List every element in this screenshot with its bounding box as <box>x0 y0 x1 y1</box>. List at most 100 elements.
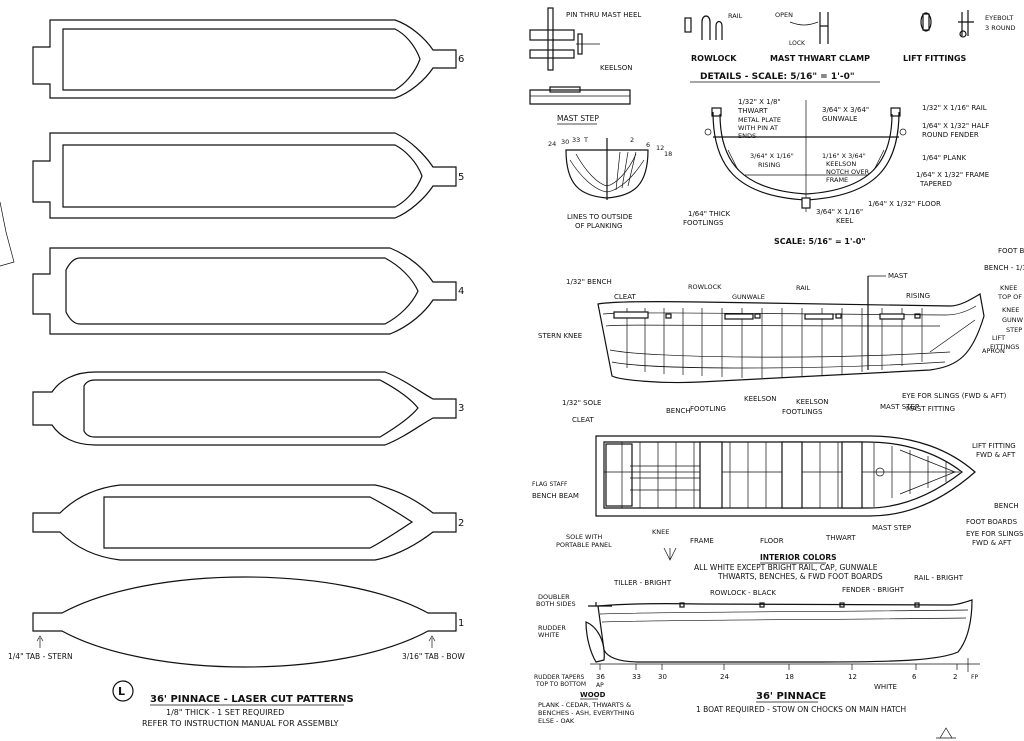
wood-line-3: ELSE - OAK <box>538 717 575 725</box>
stern-knee-label: STERN KNEE <box>538 332 582 340</box>
body-lines-drawing <box>565 138 649 200</box>
bench-32-label: BENCH - 1/32 <box>984 264 1024 272</box>
gunwale-profile-label: GUNWALE <box>732 293 765 301</box>
rail-bright-label: RAIL - BRIGHT <box>914 574 964 582</box>
rowlock-profile-label: ROWLOCK <box>688 283 722 291</box>
section-arrow <box>663 547 677 561</box>
pattern-number-1: 1 <box>458 618 464 629</box>
eye-slings-plan-label-1: EYE FOR SLINGS <box>966 530 1024 538</box>
knee-label-3: KNEE <box>1002 306 1019 314</box>
station-label-12: 12 <box>656 144 664 152</box>
eyebolt-label: EYEBOLT <box>985 14 1013 22</box>
outboard-elevation-drawing <box>585 599 980 665</box>
pattern-2: 2 <box>32 484 464 561</box>
rising-size-label: 3/64" x 1/16" <box>750 152 794 160</box>
plank-label: 1/64" PLANK <box>922 154 966 162</box>
gunwale-size-label: 3/64" x 3/64" <box>822 106 869 114</box>
plate-label-1: METAL PLATE <box>738 116 781 124</box>
lift-fittings-title: LIFT FITTINGS <box>903 54 967 63</box>
knee-label-1: KNEE <box>1000 284 1017 292</box>
profile-scale-label: SCALE: 5/16" = 1'-0" <box>774 237 866 246</box>
pattern-1: 1 <box>32 576 464 668</box>
station-label-2: 2 <box>630 136 634 144</box>
mast-step-profile-label: MAST STEP <box>880 403 919 411</box>
thwart-size-label: 1/32" x 1/8" <box>738 98 781 106</box>
fender-bright-label: FENDER - BRIGHT <box>842 586 905 594</box>
lift-fitting-label-1: LIFT FITTING <box>972 442 1016 450</box>
sole-profile-label: 1/32" SOLE <box>562 399 601 407</box>
keelson-plan-label: KEELSON <box>744 395 777 403</box>
bench-profile-label: 1/32" BENCH <box>566 278 612 286</box>
keelson-section-label: KEELSON <box>826 160 856 168</box>
bench-plan-label: BENCH <box>666 407 691 415</box>
footlings-section-label: FOOTLINGS <box>683 219 724 227</box>
rowlock-black-label: ROWLOCK - BLACK <box>710 589 776 597</box>
details-scale-title: DETAILS - SCALE: 5/16" = 1'-0" <box>700 72 855 82</box>
footlings-plan-label: FOOTLINGS <box>782 408 823 416</box>
station-18: 18 <box>785 673 794 681</box>
keelson-profile-label: KEELSON <box>796 398 829 406</box>
knee-plan-label: KNEE <box>652 528 669 536</box>
lift-fittings-detail <box>920 10 974 38</box>
lift-label-1: LIFT <box>992 334 1005 342</box>
foot-boards-plan-label: FOOT BOARDS <box>966 518 1018 526</box>
wood-line-2: BENCHES - ASH, EVERYTHING <box>538 709 635 717</box>
thwart-label: THWART <box>737 107 768 115</box>
lift-fitting-label-2: FWD & AFT <box>976 451 1016 459</box>
mast-heel-detail <box>529 7 600 71</box>
doubler-label-1: DOUBLER <box>538 593 570 601</box>
pattern-number-2: 2 <box>458 518 464 529</box>
mast-thwart-clamp-title: MAST THWART CLAMP <box>770 54 870 63</box>
rail-detail-label: RAIL <box>728 12 743 20</box>
mast-step-detail <box>529 86 631 105</box>
plate-label-3: ENDS <box>738 132 756 140</box>
white-label: WHITE <box>874 683 897 691</box>
midship-section-drawing <box>704 100 907 212</box>
rudder-label-2: WHITE <box>538 631 559 639</box>
gunwale-label: GUNWALE <box>822 115 857 123</box>
corner-mark-icon <box>936 727 956 739</box>
sheet-mark-circle <box>112 680 134 702</box>
mast-label: MAST <box>888 272 908 280</box>
edge-fragment <box>0 201 15 267</box>
pattern-number-3: 3 <box>458 403 464 414</box>
frame-size-label: 1/64" x 1/32" FRAME <box>916 171 989 179</box>
three-round-label: 3 ROUND <box>985 24 1015 32</box>
keelson-size-label: 1/16" x 3/64" <box>822 152 866 160</box>
station-label-18: 18 <box>664 150 672 158</box>
wood-line-1: PLANK - CEDAR, THWARTS & <box>538 701 631 709</box>
keel-label: KEEL <box>836 217 853 225</box>
station-scale: 36 AP 33 30 24 18 12 6 2 FP <box>596 658 978 689</box>
sole-plan-label-2: PORTABLE PANEL <box>556 541 612 549</box>
flag-staff-label: FLAG STAFF <box>532 481 568 488</box>
interior-colors-line-2: THWARTS, BENCHES, & FWD FOOT BOARDS <box>717 572 883 581</box>
knee-label-4: GUNW <box>1002 316 1024 324</box>
sheet-mark-letter: L <box>118 685 125 698</box>
rudder-tapers-label-1: RUDDER TAPERS <box>534 674 585 681</box>
mast-step-label: MAST STEP <box>557 114 599 123</box>
station-30: 30 <box>658 673 667 681</box>
stern-tab-label: 1/4" TAB - STERN <box>8 652 73 661</box>
lift-label-2: FITTINGS <box>990 343 1019 351</box>
eye-slings-plan-label-2: FWD & AFT <box>972 539 1012 547</box>
rising-profile-label: RISING <box>906 292 930 300</box>
footling-profile-label: FOOTLING <box>690 405 726 413</box>
patterns-thickness: 1/8" THICK - 1 SET REQUIRED <box>166 708 284 717</box>
rudder-tapers-label-2: TOP TO BOTTOM <box>535 681 586 688</box>
patterns-refer: REFER TO INSTRUCTION MANUAL FOR ASSEMBLY <box>142 719 339 728</box>
pattern-number-6: 6 <box>458 54 464 65</box>
plate-label-2: WITH PIN AT <box>738 124 778 132</box>
station-label-6: 6 <box>646 141 650 149</box>
station-12: 12 <box>848 673 857 681</box>
bench-plan-right-label: BENCH <box>994 502 1019 510</box>
pinnace-title: 36' PINNACE <box>756 691 826 702</box>
pin-thru-mast-heel-label: PIN THRU MAST HEEL <box>566 11 641 19</box>
station-33: 33 <box>632 673 641 681</box>
cleat-plan-label: CLEAT <box>572 416 594 424</box>
bow-tab-arrow <box>428 635 436 648</box>
patterns-title: 36' PINNACE - LASER CUT PATTERNS <box>150 694 354 705</box>
tiller-label: TILLER - BRIGHT <box>613 579 672 587</box>
pattern-number-4: 4 <box>458 286 464 297</box>
fender-label-2: ROUND FENDER <box>922 131 979 139</box>
